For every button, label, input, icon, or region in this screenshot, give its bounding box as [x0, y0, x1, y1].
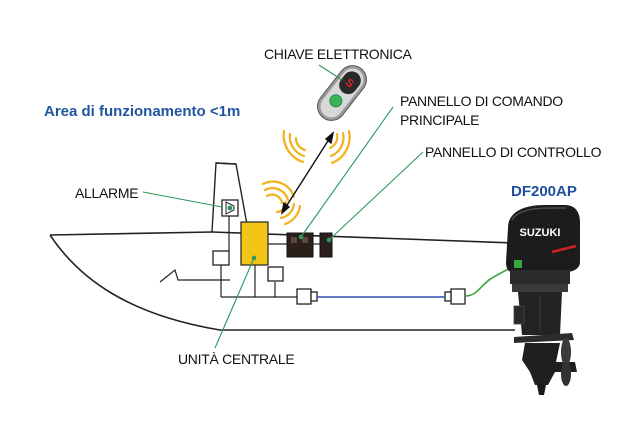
label-alarm: ALLARME	[75, 185, 139, 201]
label-main-panel-line1: PANNELLO DI COMANDO	[400, 93, 563, 109]
connector-unit	[267, 266, 284, 282]
label-operating-area: Area di funzionamento <1m	[44, 103, 241, 120]
electronic-key-fob: S	[317, 65, 367, 121]
signal-waves-key	[282, 129, 351, 165]
signal-waves-unit	[261, 180, 302, 226]
outboard-engine: SUZUKI	[506, 205, 580, 395]
label-main-panel-line2: PRINCIPALE	[400, 112, 480, 128]
engine-cable	[464, 264, 515, 297]
connector-bus-right-cap	[444, 291, 452, 302]
label-control-panel: PANNELLO DI CONTROLLO	[425, 144, 602, 160]
label-electronic-key: CHIAVE ELETTRONICA	[264, 46, 412, 62]
connectors	[212, 250, 466, 305]
connector-bus-left	[296, 288, 312, 305]
leader-lines	[142, 64, 424, 349]
control-panel	[319, 232, 333, 258]
connector-alarm	[212, 250, 230, 266]
communication-arrow	[280, 131, 335, 215]
connector-bus-left-cap	[310, 291, 318, 302]
engine-brand: SUZUKI	[520, 227, 561, 239]
cable-stub	[159, 268, 230, 283]
alarm-buzzer	[221, 199, 239, 217]
boat-cabin	[211, 162, 249, 233]
label-engine-model: DF200AP	[511, 183, 577, 200]
label-central-unit: UNITÀ CENTRALE	[178, 351, 295, 367]
connector-bus-right	[450, 288, 466, 305]
